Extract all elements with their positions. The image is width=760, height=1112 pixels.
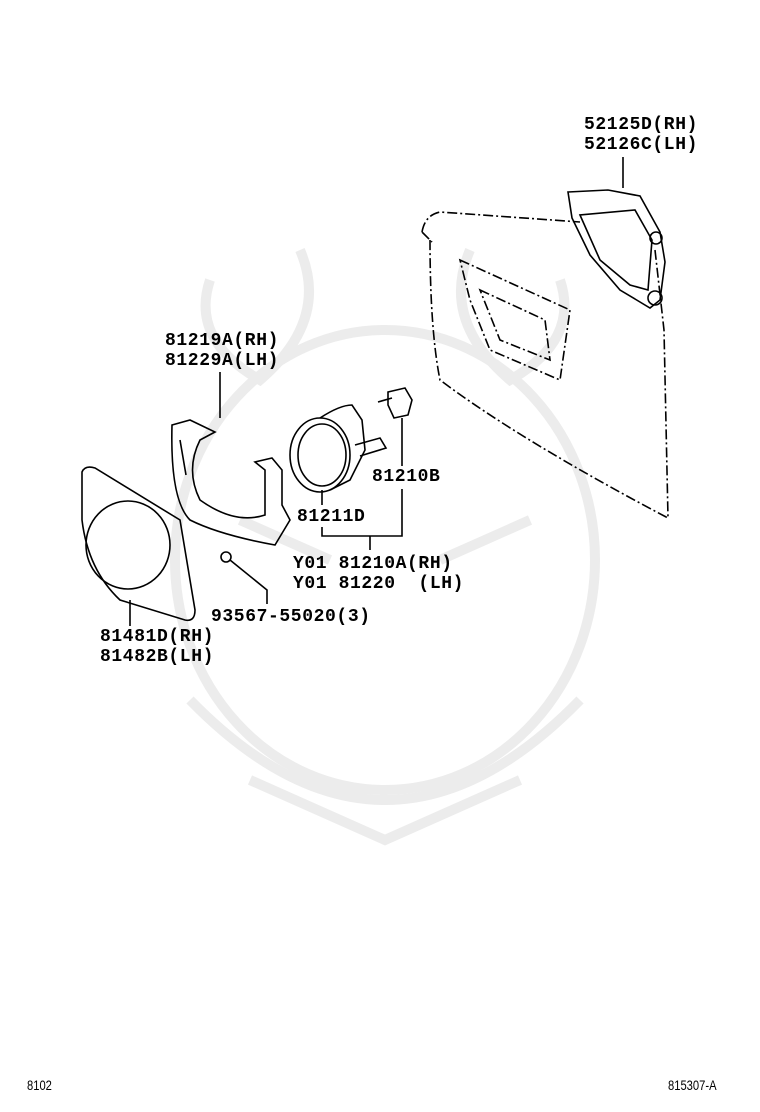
callout-93567-55020[interactable]: 93567-55020(3) [211,607,371,627]
callout-81219a[interactable]: 81219A(RH) [165,331,280,351]
bulb [377,387,413,419]
retainer-bracket [171,419,291,546]
bumper-panel [421,211,669,520]
callout-81211d[interactable]: 81211D [297,507,366,527]
fog-cover [81,466,196,622]
callout-81210b[interactable]: 81210B [372,467,441,487]
callout-52126c[interactable]: 52126C(LH) [584,135,699,155]
watermark-logo [170,248,600,846]
callout-81482b[interactable]: 81482B(LH) [100,647,215,667]
footer-illustration-code: 815307-A [668,1077,717,1093]
callout-81229a[interactable]: 81229A(LH) [165,351,280,371]
callout-81220[interactable]: Y01 81220 (LH) [293,574,465,594]
footer-section-code: 8102 [27,1077,52,1093]
fog-lamp-lens [289,417,351,493]
callout-52125d[interactable]: 52125D(RH) [584,115,699,135]
callout-81210a[interactable]: Y01 81210A(RH) [293,554,453,574]
bracket-upper [567,189,666,309]
callout-81481d[interactable]: 81481D(RH) [100,627,215,647]
